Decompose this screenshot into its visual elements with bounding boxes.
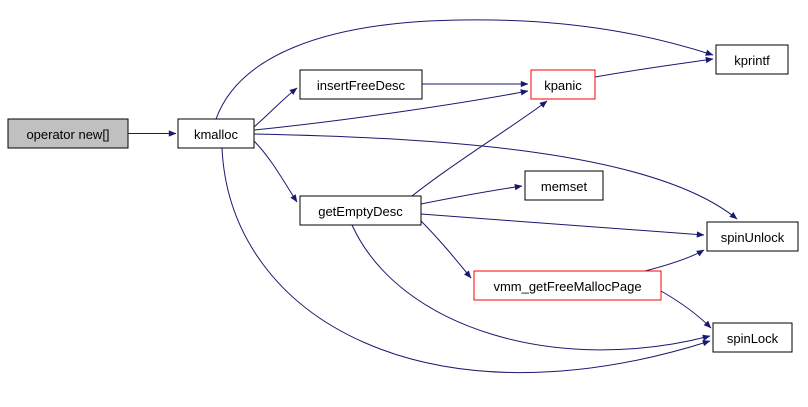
node-box-spinUnlock [706, 221, 799, 252]
node-kpanic[interactable]: kpanic [530, 69, 596, 100]
node-label-memset: memset [541, 179, 588, 194]
edge-getEmptyDesc--memset [420, 183, 523, 205]
node-box-kprintf [715, 44, 789, 75]
edge-kmalloc--spinLock [221, 147, 711, 373]
node-box-kmalloc [177, 118, 255, 149]
edge-kpanic--kprintf [594, 56, 714, 78]
node-kmalloc[interactable]: kmalloc [177, 118, 255, 149]
edge-kmalloc--kprintf [215, 19, 714, 120]
node-spinLock[interactable]: spinLock [712, 322, 793, 353]
node-box-operator-new [7, 118, 129, 149]
node-vmm_getFreeMallocPage[interactable]: vmm_getFreeMallocPage [473, 270, 662, 301]
node-memset[interactable]: memset [524, 170, 604, 201]
edge-kmalloc--kpanic [253, 89, 529, 131]
node-box-kpanic [530, 69, 596, 100]
node-box-spinLock [712, 322, 793, 353]
node-box-insertFreeDesc [299, 69, 423, 100]
edge-getEmptyDesc--vmm_getFreeMallocPage [420, 220, 472, 279]
node-label-vmm_getFreeMallocPage: vmm_getFreeMallocPage [493, 279, 641, 294]
node-label-spinUnlock: spinUnlock [721, 230, 785, 245]
edge-getEmptyDesc--spinUnlock [420, 213, 705, 238]
node-operator-new[interactable]: operator new[] [7, 118, 129, 149]
edge-vmm_getFreeMallocPage--spinUnlock [644, 249, 705, 272]
edge-kmalloc--spinUnlock [253, 133, 738, 220]
node-label-operator-new: operator new[] [26, 127, 109, 142]
edge-kmalloc--insertFreeDesc [253, 87, 298, 128]
node-box-vmm_getFreeMallocPage [473, 270, 662, 301]
node-label-insertFreeDesc: insertFreeDesc [317, 78, 406, 93]
node-kprintf[interactable]: kprintf [715, 44, 789, 75]
node-label-kprintf: kprintf [734, 53, 770, 68]
node-spinUnlock[interactable]: spinUnlock [706, 221, 799, 252]
edge-getEmptyDesc--kpanic [411, 100, 548, 197]
node-label-kpanic: kpanic [544, 78, 582, 93]
node-label-spinLock: spinLock [727, 331, 779, 346]
node-insertFreeDesc[interactable]: insertFreeDesc [299, 69, 423, 100]
edge-getEmptyDesc--spinLock [351, 224, 711, 351]
edge-kmalloc--getEmptyDesc [253, 140, 298, 203]
node-box-memset [524, 170, 604, 201]
node-label-getEmptyDesc: getEmptyDesc [318, 204, 403, 219]
node-box-getEmptyDesc [299, 195, 422, 226]
node-label-kmalloc: kmalloc [194, 127, 239, 142]
node-getEmptyDesc[interactable]: getEmptyDesc [299, 195, 422, 226]
edge-vmm_getFreeMallocPage--spinLock [660, 290, 712, 329]
